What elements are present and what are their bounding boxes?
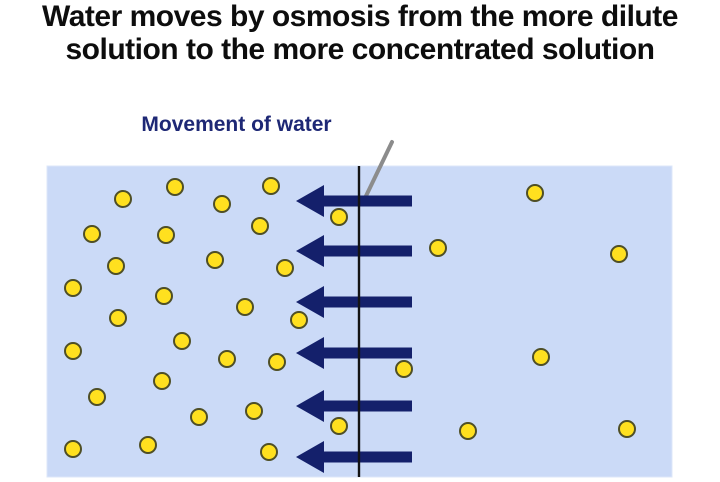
water-arrow-left-icon <box>296 235 412 267</box>
title-line-1: Water moves by osmosis from the more dil… <box>42 0 678 33</box>
solute-particle-left <box>213 195 231 213</box>
solute-particle-left <box>109 309 127 327</box>
solute-particle-left <box>218 350 236 368</box>
solute-particle-left <box>64 342 82 360</box>
solute-particle-right <box>618 420 636 438</box>
solute-particle-left <box>245 402 263 420</box>
solute-particle-right <box>526 184 544 202</box>
page-title: Water moves by osmosis from the more dil… <box>0 0 720 66</box>
water-arrow-left-icon <box>296 286 412 318</box>
solute-particle-left <box>262 177 280 195</box>
solute-particle-left <box>260 443 278 461</box>
solute-particle-left <box>330 208 348 226</box>
solute-particle-left <box>88 388 106 406</box>
solute-particle-right <box>610 245 628 263</box>
solute-particle-left <box>153 372 171 390</box>
solute-particle-left <box>236 298 254 316</box>
solute-particle-right <box>532 348 550 366</box>
solute-particle-left <box>64 279 82 297</box>
solute-particle-left <box>139 436 157 454</box>
solute-particle-left <box>166 178 184 196</box>
solute-particle-right <box>429 239 447 257</box>
water-arrow-left-icon <box>296 337 412 369</box>
solute-particle-left <box>190 408 208 426</box>
solute-particle-left <box>107 257 125 275</box>
solute-particle-left <box>114 190 132 208</box>
solute-particle-left <box>173 332 191 350</box>
solute-particle-left <box>290 311 308 329</box>
water-arrow-left-icon <box>296 185 412 217</box>
solute-particle-left <box>251 217 269 235</box>
solute-particle-right <box>395 360 413 378</box>
water-arrow-left-icon <box>296 441 412 473</box>
solute-particle-left <box>206 251 224 269</box>
solute-particle-right <box>459 422 477 440</box>
title-line-2: solution to the more concentrated soluti… <box>65 33 655 66</box>
solute-particle-left <box>268 353 286 371</box>
label-pointer-line <box>364 140 394 198</box>
movement-of-water-label: Movement of water <box>141 113 332 136</box>
water-arrow-left-icon <box>296 390 412 422</box>
solute-particle-left <box>155 287 173 305</box>
solute-particle-left <box>64 440 82 458</box>
solute-particle-left <box>330 417 348 435</box>
solute-particle-left <box>83 225 101 243</box>
solute-particle-left <box>157 226 175 244</box>
solute-particle-left <box>276 259 294 277</box>
